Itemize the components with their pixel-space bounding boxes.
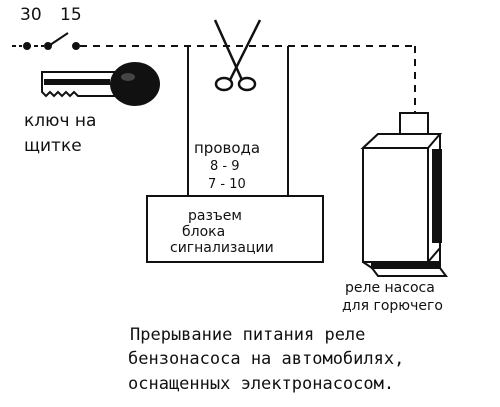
caption-line3: оснащенных электронасосом. xyxy=(128,374,394,394)
connector-label-line2: блока xyxy=(182,224,225,240)
car-key-icon xyxy=(41,62,160,106)
terminal-15-label: 15 xyxy=(60,5,82,25)
wires-title: провода xyxy=(194,139,260,157)
relay-label-line1: реле насоса xyxy=(345,280,435,296)
caption-line2: бензонасоса на автомобилях, xyxy=(128,349,404,369)
connector-label-line3: сигнализации xyxy=(170,240,274,256)
wires-label-7-10: 7 - 10 xyxy=(208,177,246,192)
key-label-line1: ключ на xyxy=(24,111,96,131)
alarm-connector-box xyxy=(146,195,324,263)
wires-label-8-9: 8 - 9 xyxy=(210,159,240,174)
key-label-line2: щитке xyxy=(24,136,82,156)
ignition-switch xyxy=(12,32,80,50)
terminal-30-label: 30 xyxy=(20,5,42,25)
caption-line1: Прерывание питания реле xyxy=(130,325,365,345)
relay-label-line2: для горючего xyxy=(342,298,443,314)
fuel-pump-relay-icon xyxy=(360,112,448,277)
scissors-icon xyxy=(213,19,262,92)
connector-label-line1: разъем xyxy=(188,208,242,224)
